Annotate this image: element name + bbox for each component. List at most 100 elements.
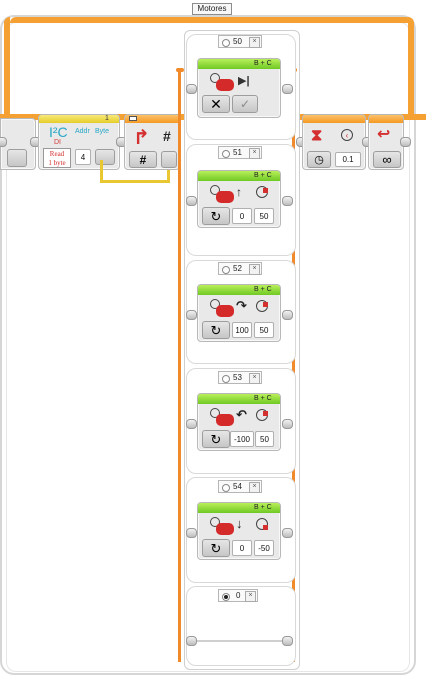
case-53-ports[interactable]: B + C	[254, 395, 272, 402]
i2c-mode-line1: Read	[49, 150, 65, 158]
case-51-port-bar	[198, 171, 280, 181]
case-52-value[interactable]: 52	[233, 264, 242, 273]
case-0-remove-icon[interactable]: ×	[245, 591, 256, 602]
case-51-default-radio[interactable]	[222, 150, 230, 158]
case-51-steering-value[interactable]: 0	[232, 208, 252, 224]
case-52-port-bar	[198, 285, 280, 295]
case-50-motor-red	[216, 79, 234, 91]
i2c-read-block[interactable]: 1 I²C DI Read 1 byte Addr Byte 4	[38, 114, 120, 170]
case-52-out-connector[interactable]	[282, 310, 293, 320]
case-50-motor-block[interactable]: B + C ▶| ✕ ✓	[197, 58, 281, 118]
loop-title[interactable]: Motores	[192, 3, 232, 15]
i2c-port-value[interactable]: 1	[105, 115, 109, 122]
case-54-port-bar	[198, 503, 280, 513]
case-51-ports[interactable]: B + C	[254, 172, 272, 179]
case-50-out-connector[interactable]	[282, 84, 293, 94]
case-50-ports[interactable]: B + C	[254, 60, 272, 67]
data-wire-down	[100, 160, 103, 182]
i2c-mode-box[interactable]: Read 1 byte	[43, 148, 71, 168]
case-53-out-connector[interactable]	[282, 419, 293, 429]
case-54-mode-param[interactable]: ↻	[202, 539, 230, 557]
case-51-in-connector[interactable]	[186, 196, 197, 206]
case-54-motor-block[interactable]: B + C ↓ ↻ 0 -50	[197, 502, 281, 560]
case-52-mode-param[interactable]: ↻	[202, 321, 230, 339]
case-53-tab[interactable]: 53 ×	[218, 371, 262, 384]
wait-top-bar	[303, 115, 365, 123]
loop-repeat-icon: ↩	[377, 126, 391, 143]
case-54-in-connector[interactable]	[186, 528, 197, 538]
switch-input-plug[interactable]	[161, 151, 177, 168]
case-54-value[interactable]: 54	[233, 482, 242, 491]
data-wire-up	[167, 160, 170, 182]
case-52-ports[interactable]: B + C	[254, 286, 272, 293]
case-52-power-value[interactable]: 50	[254, 322, 274, 338]
case-54-ports[interactable]: B + C	[254, 504, 272, 511]
case-51-out-connector[interactable]	[282, 196, 293, 206]
case-54-steer-icon: ↓	[236, 516, 243, 531]
case-52-motor-block[interactable]: B + C ↷ ↻ 100 50	[197, 284, 281, 342]
case-52-remove-icon[interactable]: ×	[249, 264, 260, 275]
loop-end-mode-param[interactable]: ∞	[373, 151, 401, 168]
case-53-port-bar	[198, 394, 280, 404]
case-54-steering-value[interactable]: 0	[232, 540, 252, 556]
case-0-out-connector[interactable]	[282, 636, 293, 646]
loop-end-block[interactable]: ↩ ∞	[368, 114, 404, 170]
wait-block[interactable]: ⧗ ‹ ◷ 0.1	[302, 114, 366, 170]
case-52-in-connector[interactable]	[186, 310, 197, 320]
case-51-value[interactable]: 51	[233, 148, 242, 157]
case-54-default-radio[interactable]	[222, 484, 230, 492]
i2c-label: I²C	[49, 124, 68, 140]
case-50-check-param[interactable]: ✓	[232, 95, 258, 113]
case-50-in-connector[interactable]	[186, 84, 197, 94]
case-50-value[interactable]: 50	[233, 37, 242, 46]
case-50-remove-icon[interactable]: ×	[249, 37, 260, 48]
i2c-addr-label: Addr	[75, 128, 90, 135]
switch-mode-symbol: #	[163, 128, 171, 144]
case-0-default-radio[interactable]	[222, 593, 230, 601]
i2c-addr-input[interactable]: 4	[75, 149, 91, 165]
case-53-value[interactable]: 53	[233, 373, 242, 382]
case-52-steering-value[interactable]: 100	[232, 322, 252, 338]
loop-wire-right	[408, 17, 414, 117]
case-54-tab[interactable]: 54 ×	[218, 480, 262, 493]
case-53-steering-value[interactable]: -100	[230, 431, 254, 447]
case-51-power-icon	[256, 186, 268, 198]
case-53-in-connector[interactable]	[186, 419, 197, 429]
case-51-power-value[interactable]: 50	[254, 208, 274, 224]
case-51-remove-icon[interactable]: ×	[249, 148, 260, 159]
i2c-byte-output[interactable]	[95, 149, 115, 165]
case-0-tab[interactable]: 0 ×	[218, 589, 258, 602]
switch-block[interactable]: ↱ # #	[124, 114, 180, 170]
case-50-x-param[interactable]: ✕	[202, 95, 230, 113]
switch-wire-left-cap	[176, 68, 184, 72]
case-50-tab[interactable]: 50 ×	[218, 35, 262, 48]
case-50-default-radio[interactable]	[222, 39, 230, 47]
case-52-tab[interactable]: 52 ×	[218, 262, 262, 275]
case-54-power-value[interactable]: -50	[254, 540, 274, 556]
wait-mode-param[interactable]: ◷	[307, 151, 331, 168]
case-51-mode-param[interactable]: ↻	[202, 207, 230, 225]
loop-end-connector[interactable]	[400, 137, 411, 147]
case-53-mode-param[interactable]: ↻	[202, 430, 230, 448]
loop-start-plug[interactable]	[7, 149, 27, 167]
case-51-tab[interactable]: 51 ×	[218, 146, 262, 159]
case-0-value[interactable]: 0	[236, 591, 241, 600]
case-53-default-radio[interactable]	[222, 375, 230, 383]
wait-seconds-value[interactable]: 0.1	[335, 152, 361, 167]
switch-wire-left	[178, 70, 181, 662]
case-54-out-connector[interactable]	[282, 528, 293, 538]
case-52-motor-red	[216, 305, 234, 317]
case-51-motor-block[interactable]: B + C ↑ ↻ 0 50	[197, 170, 281, 228]
case-53-motor-block[interactable]: B + C ↶ ↻ -100 50	[197, 393, 281, 451]
case-0-in-connector[interactable]	[186, 636, 197, 646]
switch-wire-right	[292, 70, 295, 662]
case-54-remove-icon[interactable]: ×	[249, 482, 260, 493]
case-54-motor-red	[216, 523, 234, 535]
case-53-remove-icon[interactable]: ×	[249, 373, 260, 384]
case-53-power-value[interactable]: 50	[255, 431, 274, 447]
loop-start-connector[interactable]	[0, 137, 7, 147]
data-wire-across	[100, 180, 170, 183]
switch-mode-selector[interactable]: #	[129, 151, 157, 168]
case-52-power-icon	[256, 300, 268, 312]
case-52-default-radio[interactable]	[222, 266, 230, 274]
